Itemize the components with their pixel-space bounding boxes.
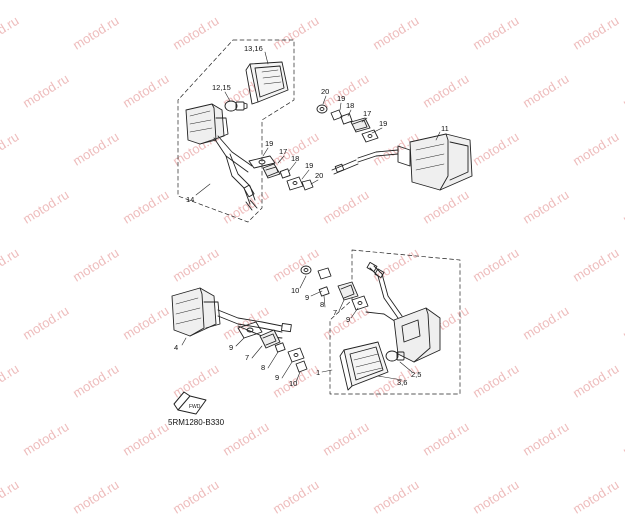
- callout-17b: 17: [279, 147, 288, 156]
- callout-18b: 18: [291, 154, 300, 163]
- callout-19d: 19: [305, 161, 314, 170]
- hardware-left: [248, 155, 314, 191]
- rear-left-flasher-assembly: [177, 39, 314, 223]
- stem-wires-4: [217, 309, 292, 339]
- callout-19c: 19: [265, 139, 274, 148]
- front-right-flasher-assembly: [300, 249, 461, 395]
- watermark-text: motod.ru: [270, 476, 322, 517]
- callout-14: 14: [186, 195, 195, 204]
- fwd-arrow-icon: FWD: [173, 391, 207, 415]
- callout-9c: 9: [229, 343, 234, 352]
- housing-1: [393, 307, 441, 363]
- callout-9b: 9: [346, 315, 351, 324]
- diagram-code: 5RM1280-B330: [168, 418, 225, 427]
- rear-right-flasher-assembly: [316, 104, 473, 191]
- parts-diagram: motod.ru motod.ru motod.ru motod.ru motod.ru…: [0, 13, 625, 517]
- housing-4: [171, 287, 221, 337]
- callout-11: 11: [441, 124, 449, 133]
- stem-wires-11: [331, 145, 411, 175]
- lens-3-6: [339, 341, 389, 391]
- hardware-right: [316, 104, 379, 143]
- callout-10a: 10: [291, 286, 300, 295]
- callout-17a: 17: [363, 109, 372, 118]
- bulb-12-15: [224, 100, 248, 112]
- callout-20b: 20: [315, 171, 324, 180]
- housing-11: [409, 133, 473, 191]
- callout-8b: 8: [261, 363, 266, 372]
- assembly-boundary-14: [177, 39, 295, 223]
- stem-wires-1: [365, 261, 403, 323]
- svg-text:FWD: FWD: [189, 404, 201, 410]
- callout-2-5: 2,5: [411, 370, 422, 379]
- watermark-text: motod.ru: [170, 476, 222, 517]
- watermark-text: motod.ru: [70, 476, 122, 517]
- callout-3-6: 3,6: [397, 378, 408, 387]
- callout-9a: 9: [305, 293, 310, 302]
- callout-7a: 7: [333, 308, 338, 317]
- callout-8a: 8: [320, 300, 325, 309]
- watermark-text: motod.ru: [470, 476, 522, 517]
- housing-14: [185, 103, 229, 145]
- hardware-lower-left: [237, 321, 308, 373]
- callout-19b: 19: [379, 119, 388, 128]
- bulb-2-5: [385, 350, 405, 362]
- lens-13-16: [245, 61, 289, 105]
- callout-19a: 19: [337, 94, 346, 103]
- callout-10b: 10: [289, 379, 298, 388]
- callout-20: 20: [321, 87, 330, 96]
- watermark-text: motod.ru: [570, 476, 622, 517]
- exploded-view-drawing: FWD: [171, 39, 473, 415]
- hardware-upper-right: [300, 265, 369, 311]
- leader-lines: [181, 51, 441, 383]
- front-left-flasher-assembly: [171, 287, 308, 373]
- callout-18a: 18: [346, 101, 355, 110]
- callout-13-16: 13,16: [244, 44, 263, 53]
- callout-7b: 7: [245, 353, 250, 362]
- stem-wires-14: [213, 135, 258, 211]
- callout-4: 4: [174, 343, 179, 352]
- callout-12-15: 12,15: [212, 83, 231, 92]
- watermark-text: motod.ru: [370, 476, 422, 517]
- callout-9d: 9: [275, 373, 280, 382]
- watermark-text: motod.ru: [0, 476, 22, 517]
- callout-1: 1: [316, 368, 321, 377]
